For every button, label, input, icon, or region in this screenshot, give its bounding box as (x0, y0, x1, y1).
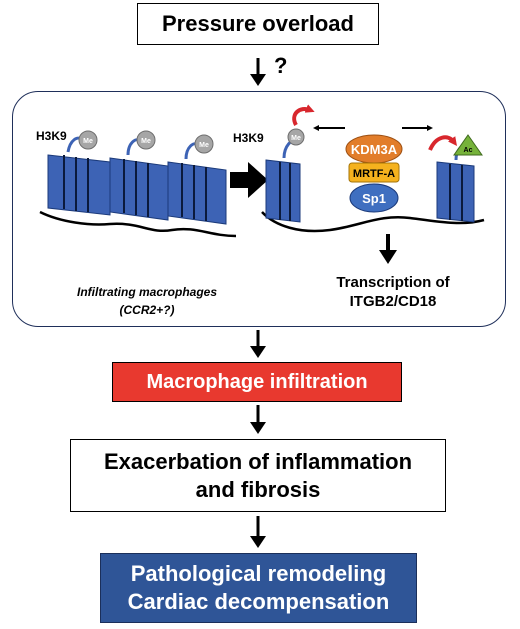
nucleosome-right-left (265, 138, 301, 223)
mrtfa-protein: MRTF-A (348, 162, 400, 183)
outcome-line2: Cardiac decompensation (127, 589, 390, 614)
macrophage-infiltration-label: Macrophage infiltration (146, 370, 368, 393)
svg-text:KDM3A: KDM3A (351, 142, 398, 157)
pressure-overload-box: Pressure overload (137, 3, 379, 45)
h3k9-label-right: H3K9 (233, 131, 264, 145)
pressure-overload-label: Pressure overload (162, 11, 354, 36)
arrow-mechanism-to-infiltration (250, 330, 266, 358)
svg-text:Me: Me (199, 142, 209, 149)
h3k9-label-left: H3K9 (36, 129, 67, 143)
acetyl-mark: Ac (453, 134, 483, 156)
methyl-mark-left-1: Me (78, 130, 98, 150)
dna-strand-right (261, 211, 485, 233)
transition-arrow (230, 162, 268, 198)
nucleosome-left-3 (167, 142, 227, 225)
arrow-to-transcription (379, 234, 397, 264)
outcome-box: Pathological remodeling Cardiac decompen… (100, 553, 417, 623)
demethylation-curved-arrow (292, 104, 315, 126)
macrophage-label-line1: Infiltrating macrophages (76, 285, 218, 299)
unknown-link-question-mark: ? (274, 53, 288, 78)
macrophage-label-line2: (CCR2+?) (119, 303, 175, 317)
epigenetic-mechanism-panel (12, 91, 506, 327)
arrow-infiltration-to-exacerbation (250, 405, 266, 434)
acetylation-curved-arrow (428, 135, 458, 151)
arrow-pressure-to-mechanism (250, 58, 266, 86)
exacerbation-line1: Exacerbation of inflammation (103, 448, 413, 474)
svg-text:Ac: Ac (464, 147, 473, 154)
transcription-label: Transcription of ITGB2/CD18 (308, 273, 478, 311)
svg-text:Me: Me (141, 138, 151, 145)
sp1-protein: Sp1 (349, 183, 399, 213)
svg-text:Me: Me (291, 135, 301, 142)
kdm3a-protein: KDM3A (345, 134, 403, 164)
dna-strand-left (39, 210, 237, 238)
svg-text:Me: Me (83, 138, 93, 145)
svg-text:Sp1: Sp1 (362, 191, 386, 206)
transcription-line2: ITGB2/CD18 (349, 293, 437, 310)
nucleosome-left-2 (109, 138, 169, 221)
methyl-mark-left-2: Me (136, 130, 156, 150)
infiltrating-macrophages-label: Infiltrating macrophages (CCR2+?) (12, 283, 282, 319)
exacerbation-box: Exacerbation of inflammation and fibrosi… (70, 439, 446, 512)
svg-text:MRTF-A: MRTF-A (353, 168, 395, 180)
nucleosome-right-right (436, 145, 475, 223)
macrophage-infiltration-box: Macrophage infiltration (112, 362, 402, 402)
transcription-line1: Transcription of (336, 274, 450, 291)
exacerbation-line2: and fibrosis (195, 476, 321, 502)
nucleosome-left-1 (47, 136, 111, 216)
outcome-line1: Pathological remodeling (130, 561, 387, 586)
arrow-exacerbation-to-outcome (250, 516, 266, 548)
methyl-mark-right: Me (287, 128, 305, 146)
methyl-mark-left-3: Me (194, 134, 214, 154)
